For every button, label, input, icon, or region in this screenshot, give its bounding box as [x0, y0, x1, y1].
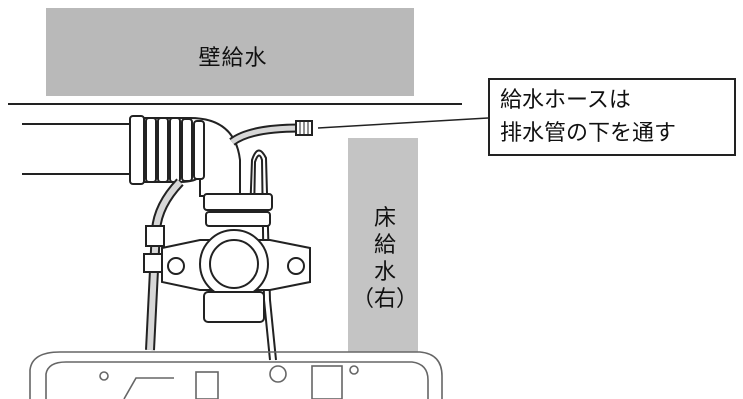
drain-trap — [161, 193, 311, 323]
drain-wire — [249, 149, 277, 361]
callout-leader — [317, 117, 489, 129]
drain-pipe — [22, 123, 132, 175]
callout-box: 給水ホースは 排水管の下を通す — [488, 78, 736, 156]
callout-line-2: 排水管の下を通す — [500, 121, 677, 146]
floor-supply-char-2: 給 — [373, 233, 396, 258]
drain-elbow — [129, 115, 241, 197]
floor-supply-char-3: 水 — [373, 260, 396, 285]
callout-line-1: 給水ホースは — [500, 88, 631, 113]
floor-supply-panel — [348, 138, 418, 352]
floor-supply-char-1: 床 — [373, 206, 396, 231]
supply-hose-top — [229, 120, 313, 146]
supply-hose-left — [143, 178, 184, 351]
floor-supply-label: 床 給 水 （右） — [352, 205, 418, 313]
wall-supply-panel — [46, 8, 414, 96]
washer-base — [29, 351, 443, 399]
wall-supply-label: 壁給水 — [198, 46, 268, 71]
floor-supply-right: （右） — [352, 287, 419, 312]
